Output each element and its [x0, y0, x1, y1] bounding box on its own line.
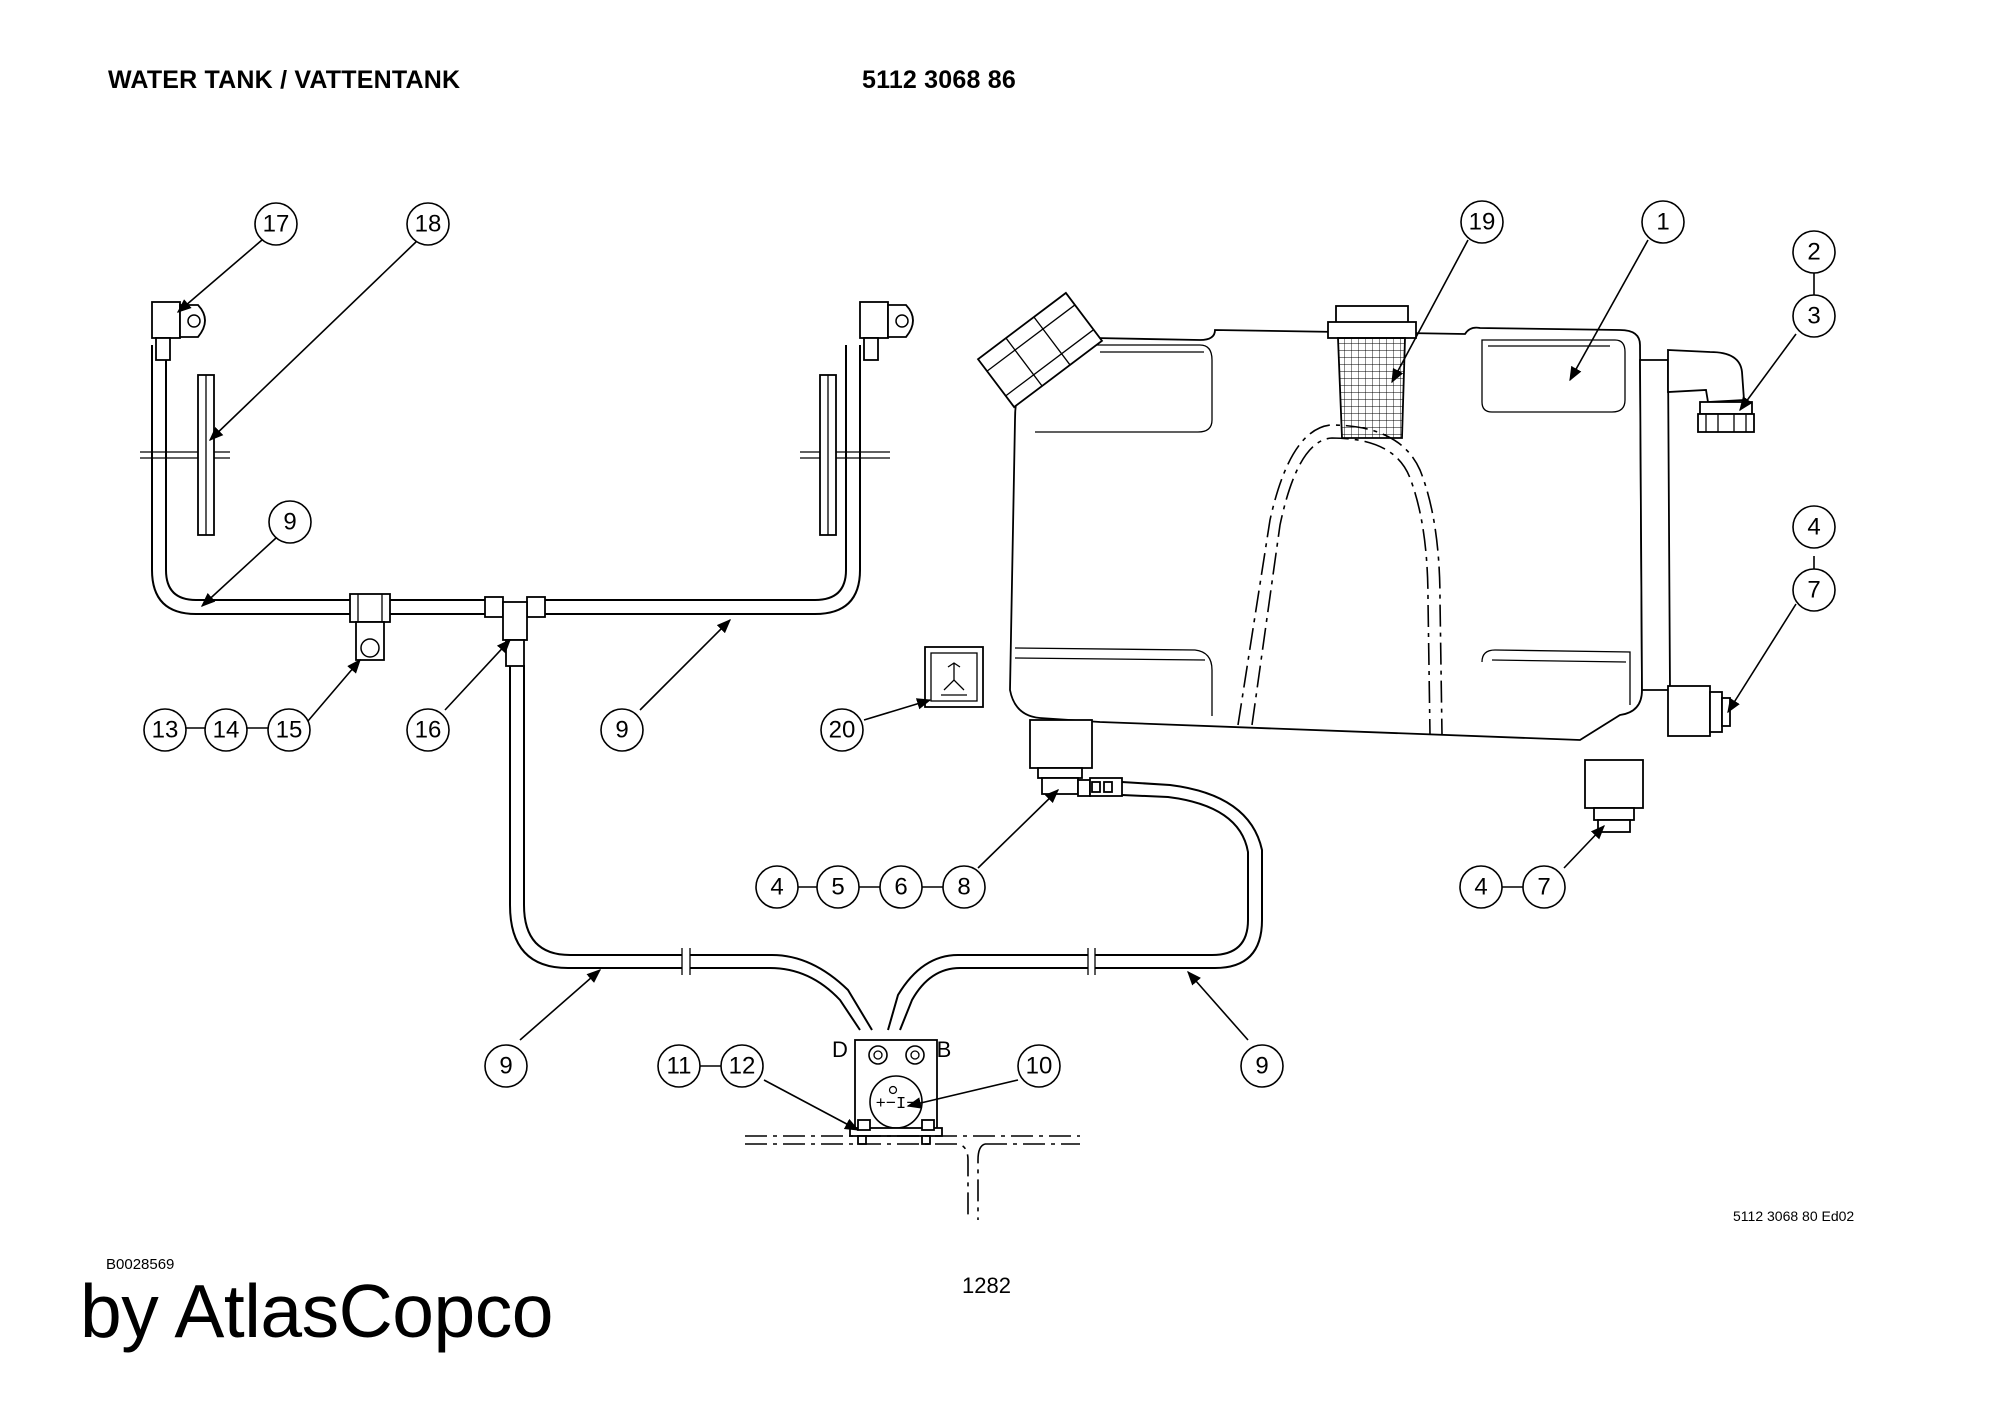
- outlet-elbow-fitting: [1667, 349, 1755, 433]
- svg-text:14: 14: [213, 717, 240, 744]
- bottom-drain-plug: [1584, 759, 1644, 833]
- pump-port-b-label: B: [937, 1037, 952, 1062]
- svg-text:16: 16: [415, 717, 442, 744]
- washer-nozzle-right: [859, 301, 914, 361]
- svg-text:4: 4: [770, 874, 783, 901]
- callout-13: 13: [143, 708, 187, 752]
- svg-text:9: 9: [499, 1053, 512, 1080]
- svg-text:8: 8: [957, 874, 970, 901]
- callout-19: 19: [1460, 200, 1504, 244]
- svg-text:15: 15: [276, 717, 303, 744]
- svg-text:7: 7: [1537, 874, 1550, 901]
- instruction-decal: [924, 646, 984, 708]
- callout-4: 4: [1459, 865, 1503, 909]
- callout-20: 20: [820, 708, 864, 752]
- page-title: WATER TANK / VATTENTANK: [108, 66, 461, 94]
- callout-7: 7: [1792, 568, 1836, 612]
- tank-filler-cap: [976, 291, 1104, 409]
- hose-assembly: [140, 345, 1263, 1031]
- svg-text:7: 7: [1807, 577, 1820, 604]
- callout-9: 9: [484, 1044, 528, 1088]
- washer-nozzle-left: [151, 301, 206, 361]
- callout-7: 7: [1522, 865, 1566, 909]
- svg-text:2: 2: [1807, 239, 1820, 266]
- side-drain-plug: [1667, 685, 1731, 737]
- hose-bracket-left: [197, 374, 215, 536]
- water-tank: [1009, 326, 1671, 741]
- callout-9: 9: [1240, 1044, 1284, 1088]
- svg-text:9: 9: [283, 509, 296, 536]
- svg-text:18: 18: [415, 211, 442, 238]
- hose-clamp: [349, 593, 391, 661]
- callout-8: 8: [942, 865, 986, 909]
- svg-text:+−I−: +−I−: [876, 1095, 917, 1114]
- callout-11: 11: [657, 1044, 701, 1088]
- svg-text:17: 17: [263, 211, 290, 238]
- callout-6: 6: [879, 865, 923, 909]
- callout-2: 2: [1792, 230, 1836, 274]
- svg-text:5: 5: [831, 874, 844, 901]
- callout-9: 9: [600, 708, 644, 752]
- pump-port-d-label: D: [832, 1037, 848, 1062]
- part-number: 5112 3068 86: [862, 66, 1016, 94]
- svg-text:9: 9: [615, 717, 628, 744]
- callout-17: 17: [254, 202, 298, 246]
- svg-text:4: 4: [1474, 874, 1487, 901]
- callout-16: 16: [406, 708, 450, 752]
- brand-watermark: by AtlasCopco: [80, 1269, 553, 1353]
- svg-text:9: 9: [1255, 1053, 1268, 1080]
- svg-text:1: 1: [1656, 209, 1669, 236]
- filler-strainer: [1327, 305, 1417, 439]
- page-number: 1282: [962, 1273, 1011, 1298]
- svg-text:11: 11: [667, 1053, 692, 1080]
- tank-outlet-fitting: [1029, 719, 1123, 797]
- svg-text:4: 4: [1807, 514, 1820, 541]
- svg-text:10: 10: [1026, 1053, 1053, 1080]
- drawing-reference: 5112 3068 80 Ed02: [1733, 1208, 1855, 1224]
- callout-9: 9: [268, 500, 312, 544]
- svg-text:3: 3: [1807, 303, 1820, 330]
- svg-text:20: 20: [829, 717, 856, 744]
- callout-5: 5: [816, 865, 860, 909]
- callout-12: 12: [720, 1044, 764, 1088]
- svg-text:19: 19: [1469, 209, 1496, 236]
- washer-pump: +−I−: [849, 1039, 943, 1145]
- svg-text:13: 13: [152, 717, 179, 744]
- callout-10: 10: [1017, 1044, 1061, 1088]
- callout-15: 15: [267, 708, 311, 752]
- callout-4: 4: [755, 865, 799, 909]
- hose-tee-connector: [484, 596, 546, 667]
- callout-4: 4: [1792, 505, 1836, 549]
- mounting-frame: [745, 1135, 1080, 1220]
- callout-18: 18: [406, 202, 450, 246]
- callout-14: 14: [204, 708, 248, 752]
- hose-bracket-right: [819, 374, 837, 536]
- leader-lines: [176, 239, 1815, 1131]
- document-code: B0028569: [106, 1256, 175, 1273]
- svg-text:12: 12: [729, 1053, 756, 1080]
- svg-text:6: 6: [894, 874, 907, 901]
- callout-3: 3: [1792, 294, 1836, 338]
- callout-1: 1: [1641, 200, 1685, 244]
